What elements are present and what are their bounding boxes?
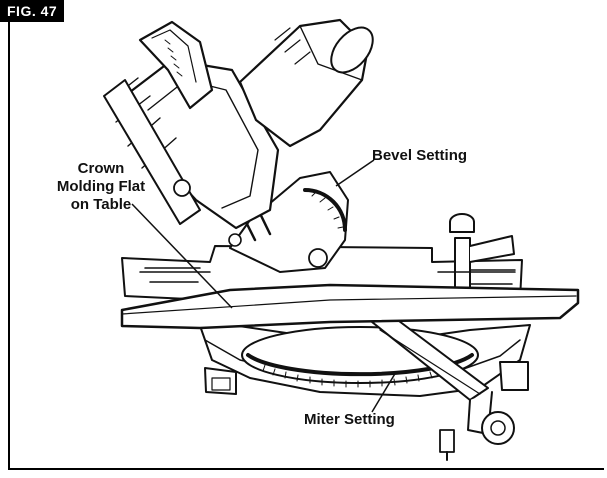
material-clamp — [449, 213, 515, 308]
figure-frame — [8, 0, 604, 470]
figure-label: FIG. 47 — [0, 0, 65, 22]
crown-callout-line-2: Molding Flat — [56, 178, 146, 195]
bevel-leader-line — [335, 159, 375, 187]
bevel-setting-callout: Bevel Setting — [372, 147, 468, 164]
crown-callout-line-1: Crown — [77, 160, 125, 177]
crown-molding-board — [120, 283, 580, 330]
crown-leader-line — [131, 203, 233, 309]
miter-arm — [371, 317, 515, 461]
miter-setting-callout: Miter Setting — [304, 411, 395, 428]
saw-head — [103, 18, 374, 273]
crown-callout-line-3: on Table — [70, 196, 132, 213]
crown-molding-callout: Crown Molding Flat on Table — [36, 160, 166, 214]
miter-leader-line — [371, 371, 397, 413]
